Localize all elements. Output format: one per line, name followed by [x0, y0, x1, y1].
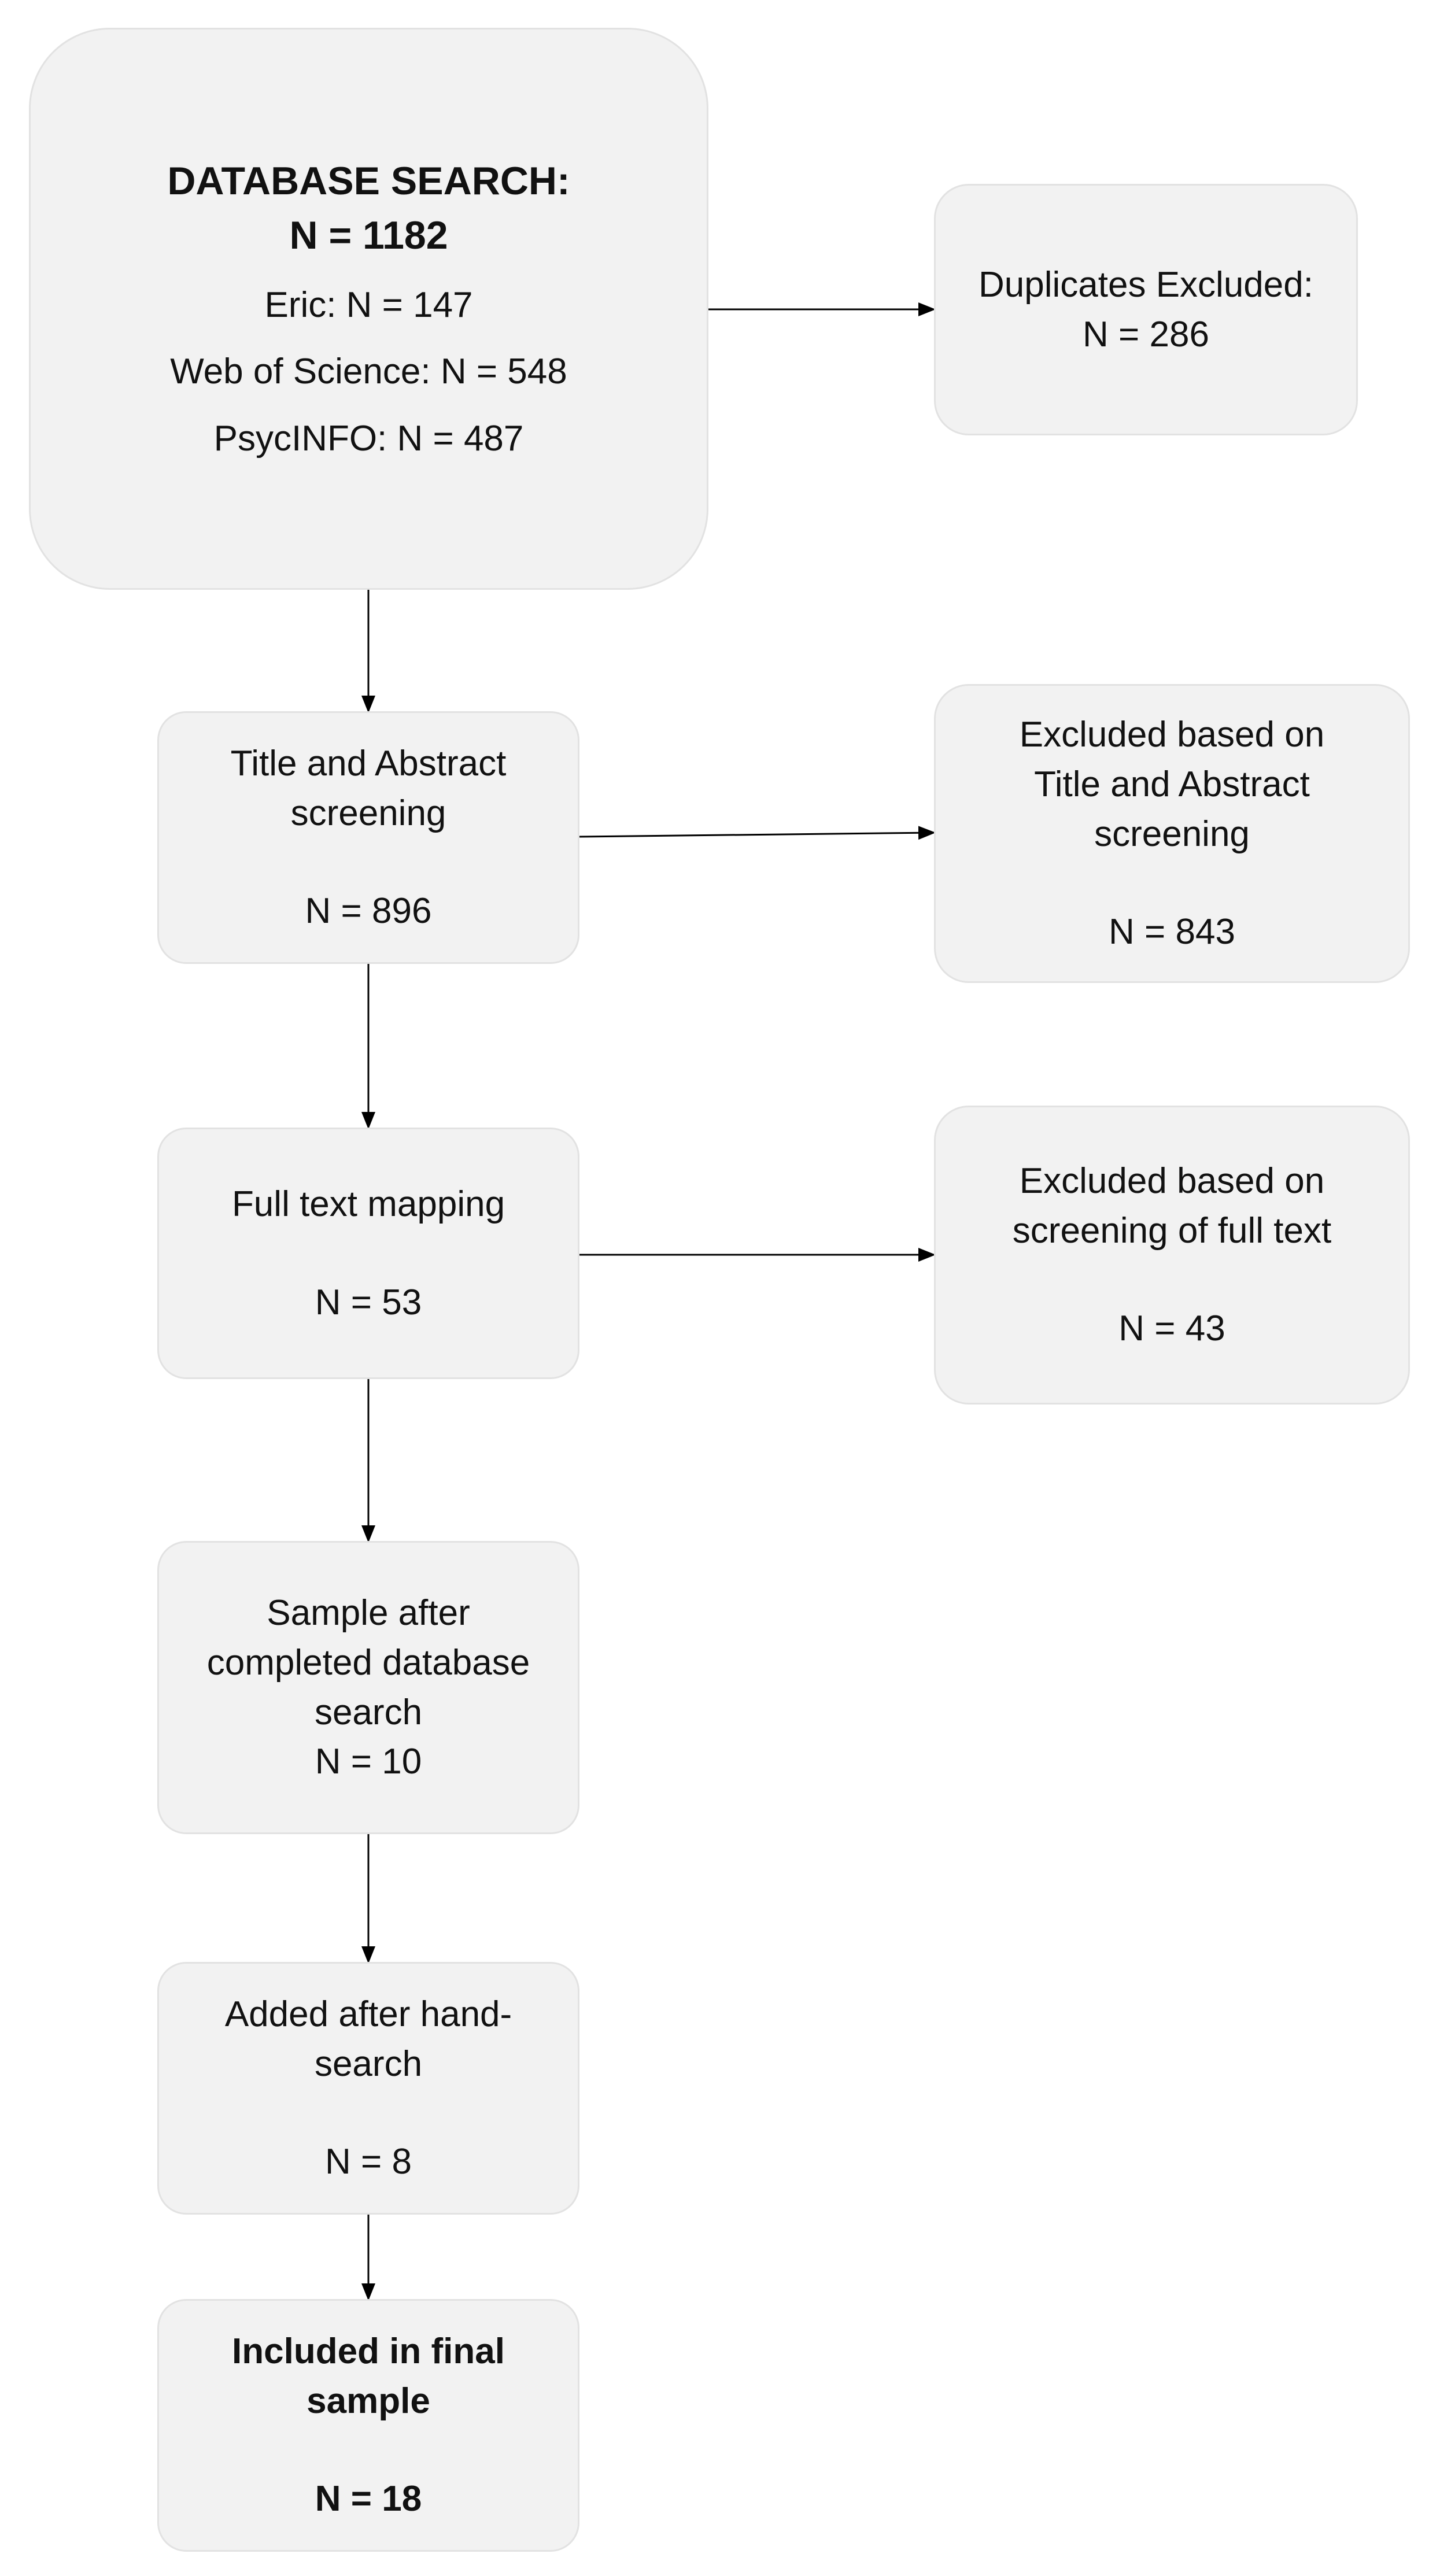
final-sample-box: Included in final sample N = 18 — [157, 2299, 579, 2552]
source-eric: Eric: N = 147 — [264, 284, 473, 325]
hand-search-box: Added after hand- search N = 8 — [157, 1962, 579, 2215]
excluded-ta-label-1: Excluded based on — [1019, 715, 1325, 755]
database-search-title: DATABASE SEARCH: — [167, 158, 570, 203]
excluded-full-text-box: Excluded based on screening of full text… — [934, 1106, 1410, 1405]
excluded-ta-label-3: screening — [1094, 814, 1250, 854]
title-abstract-label-1: Title and Abstract — [230, 744, 507, 784]
database-search-box: DATABASE SEARCH: N = 1182 Eric: N = 147 … — [29, 28, 708, 590]
sample-label-3: search — [314, 1692, 423, 1732]
arrow-title-abstract-to-excluded — [579, 826, 936, 840]
excluded-ta-label-2: Title and Abstract — [1034, 764, 1310, 804]
hand-search-label-2: search — [314, 2043, 423, 2084]
full-text-label: Full text mapping — [231, 1184, 505, 1224]
excluded-ft-label-1: Excluded based on — [1019, 1161, 1325, 1202]
sample-label-2: completed database — [206, 1642, 530, 1683]
final-count: N = 18 — [315, 2479, 422, 2519]
final-label-1: Included in final — [232, 2331, 505, 2372]
duplicates-label: Duplicates Excluded: — [979, 264, 1313, 305]
hand-search-count: N = 8 — [325, 2142, 412, 2182]
excluded-ta-count: N = 843 — [1109, 912, 1235, 952]
title-abstract-label-2: screening — [290, 793, 446, 833]
title-abstract-count: N = 896 — [305, 891, 432, 932]
full-text-mapping-box: Full text mapping N = 53 — [157, 1128, 579, 1379]
sample-after-database-box: Sample after completed database search N… — [157, 1541, 579, 1834]
title-abstract-screening-box: Title and Abstract screening N = 896 — [157, 711, 579, 964]
sample-count: N = 10 — [315, 1742, 422, 1782]
hand-search-label-1: Added after hand- — [224, 1994, 512, 2035]
full-text-count: N = 53 — [315, 1282, 422, 1322]
final-label-2: sample — [307, 2381, 430, 2421]
excluded-ft-count: N = 43 — [1118, 1309, 1225, 1349]
duplicates-count: N = 286 — [1083, 314, 1209, 354]
source-web-of-science: Web of Science: N = 548 — [170, 352, 567, 392]
sample-label-1: Sample after — [267, 1593, 470, 1633]
database-search-total: N = 1182 — [289, 213, 448, 257]
duplicates-excluded-box: Duplicates Excluded: N = 286 — [934, 184, 1358, 435]
excluded-ft-label-2: screening of full text — [1012, 1210, 1332, 1251]
source-psycinfo: PsycINFO: N = 487 — [213, 418, 524, 459]
excluded-title-abstract-box: Excluded based on Title and Abstract scr… — [934, 684, 1410, 983]
